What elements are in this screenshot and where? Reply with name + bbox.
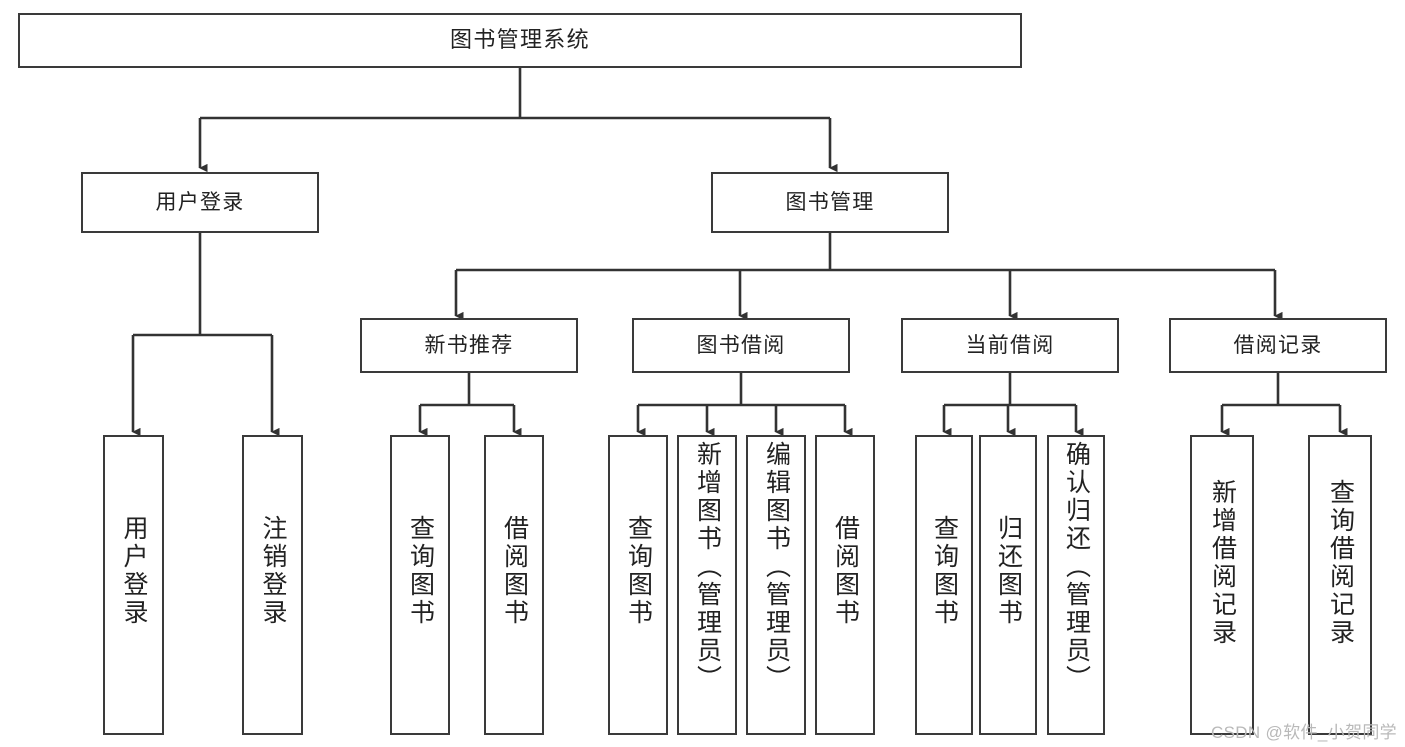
node-root-book-management-system[interactable]: 图书管理系统 xyxy=(18,13,1022,68)
node-new-book-recommendation[interactable]: 新书推荐 xyxy=(360,318,578,373)
node-label: 图书管理系统 xyxy=(450,27,590,53)
leaf-book-borrow-query-books[interactable]: 查询图书 xyxy=(608,435,668,735)
node-label: 新增图书（管理员） xyxy=(693,441,722,693)
node-label: 查询图书 xyxy=(406,515,435,627)
leaf-user-login-logout[interactable]: 注销登录 xyxy=(242,435,303,735)
node-book-borrowing[interactable]: 图书借阅 xyxy=(632,318,850,373)
node-label: 新书推荐 xyxy=(424,333,514,357)
node-borrowing-record[interactable]: 借阅记录 xyxy=(1169,318,1387,373)
node-current-borrowing[interactable]: 当前借阅 xyxy=(901,318,1119,373)
leaf-current-borrow-return-books[interactable]: 归还图书 xyxy=(979,435,1037,735)
leaf-new-book-query-books[interactable]: 查询图书 xyxy=(390,435,450,735)
leaf-current-borrow-query-books[interactable]: 查询图书 xyxy=(915,435,973,735)
node-label: 当前借阅 xyxy=(965,333,1055,357)
node-user-login[interactable]: 用户登录 xyxy=(81,172,319,233)
node-label: 确认归还（管理员） xyxy=(1062,441,1091,693)
node-label: 借阅记录 xyxy=(1233,333,1323,357)
node-label: 图书管理 xyxy=(785,190,875,214)
node-label: 注销登录 xyxy=(259,515,287,627)
leaf-book-borrow-edit-book-admin[interactable]: 编辑图书（管理员） xyxy=(746,435,806,735)
node-label: 查询图书 xyxy=(930,515,959,627)
node-label: 借阅图书 xyxy=(831,515,860,627)
node-label: 用户登录 xyxy=(155,190,245,214)
node-label: 查询图书 xyxy=(624,515,653,627)
node-book-management[interactable]: 图书管理 xyxy=(711,172,949,233)
node-label: 编辑图书（管理员） xyxy=(762,441,791,693)
leaf-borrow-record-query-record[interactable]: 查询借阅记录 xyxy=(1308,435,1372,735)
node-label: 查询借阅记录 xyxy=(1326,479,1355,647)
leaf-borrow-record-add-record[interactable]: 新增借阅记录 xyxy=(1190,435,1254,735)
node-label: 图书借阅 xyxy=(696,333,786,357)
leaf-current-borrow-confirm-return-admin[interactable]: 确认归还（管理员） xyxy=(1047,435,1105,735)
node-label: 用户登录 xyxy=(120,515,148,627)
leaf-new-book-borrow-books[interactable]: 借阅图书 xyxy=(484,435,544,735)
leaf-book-borrow-borrow-books[interactable]: 借阅图书 xyxy=(815,435,875,735)
leaf-user-login-login[interactable]: 用户登录 xyxy=(103,435,164,735)
csdn-watermark: CSDN @软件_小贺同学 xyxy=(1210,723,1397,742)
node-label: 借阅图书 xyxy=(500,515,529,627)
node-label: 新增借阅记录 xyxy=(1208,479,1237,647)
node-label: 归还图书 xyxy=(994,515,1023,627)
leaf-book-borrow-add-book-admin[interactable]: 新增图书（管理员） xyxy=(677,435,737,735)
